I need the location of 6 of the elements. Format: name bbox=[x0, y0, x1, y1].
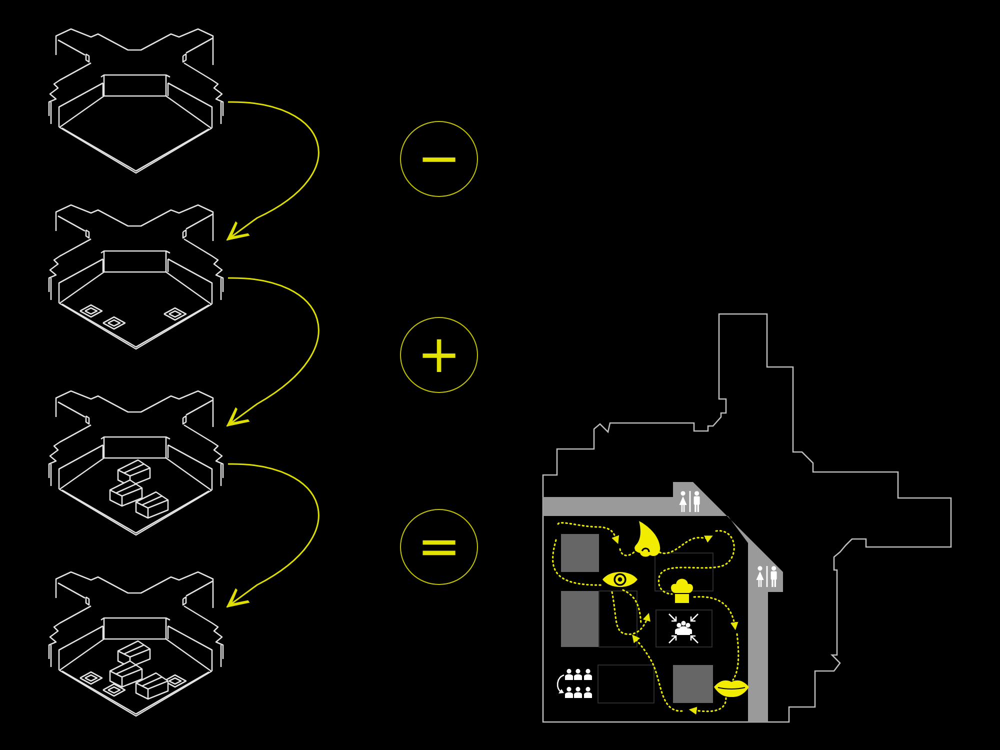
operator-circle bbox=[400, 317, 478, 393]
operator-circle bbox=[400, 509, 478, 585]
math-sign: = bbox=[417, 521, 461, 573]
math-sign: − bbox=[417, 133, 461, 185]
math-sign: + bbox=[417, 329, 461, 381]
operator-circle bbox=[400, 121, 478, 197]
